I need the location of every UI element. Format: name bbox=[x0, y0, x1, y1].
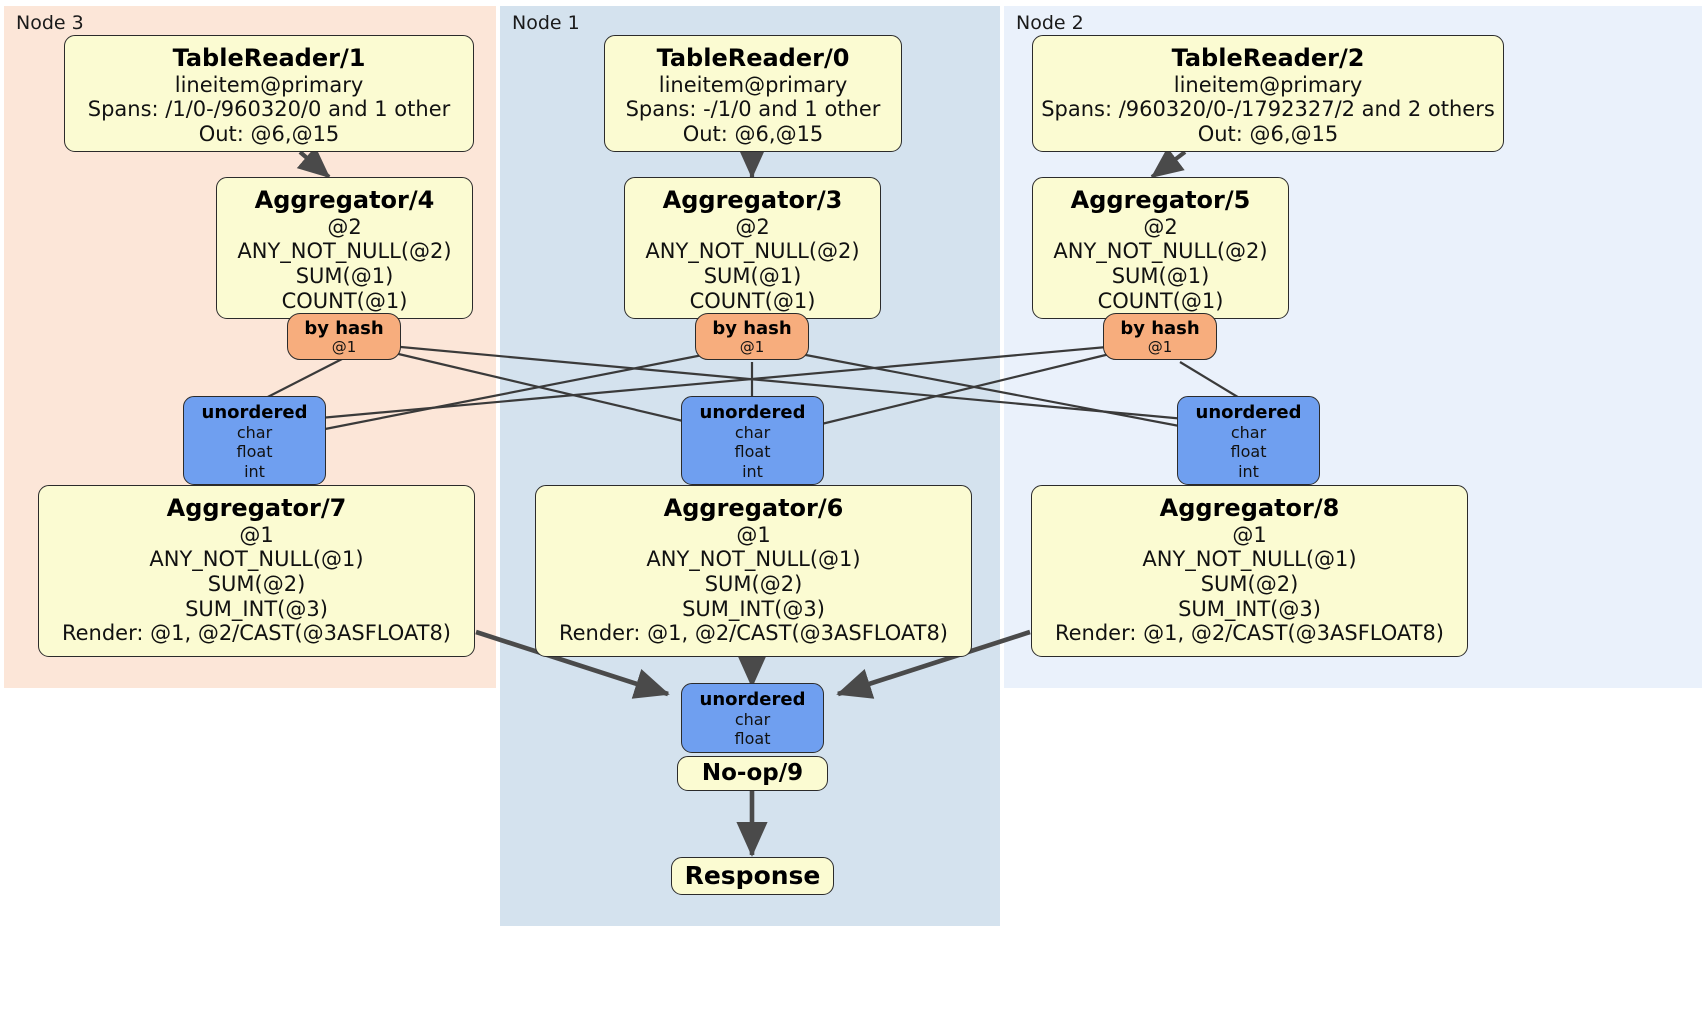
processor-aggregator-6[interactable]: Aggregator/6 @1 ANY_NOT_NULL(@1) SUM(@2)… bbox=[535, 485, 972, 657]
receiver-line: char bbox=[734, 423, 771, 443]
box-line: SUM(@1) bbox=[703, 263, 802, 288]
box-line: COUNT(@1) bbox=[689, 288, 816, 313]
node-label-node3: Node 3 bbox=[16, 12, 84, 34]
box-title: Aggregator/3 bbox=[662, 186, 843, 214]
receiver-line: int bbox=[244, 461, 265, 481]
box-line: @1 bbox=[239, 522, 274, 547]
box-line: ANY_NOT_NULL(@2) bbox=[237, 239, 452, 264]
box-title: TableReader/1 bbox=[172, 44, 366, 72]
box-line: Spans: /1/0-/960320/0 and 1 other bbox=[87, 97, 451, 122]
receiver-unordered-right[interactable]: unordered char float int bbox=[1177, 396, 1320, 485]
processor-noop-9[interactable]: No-op/9 bbox=[677, 756, 828, 791]
box-line: @1 bbox=[1232, 522, 1267, 547]
receiver-title: unordered bbox=[699, 402, 806, 423]
box-line: COUNT(@1) bbox=[1097, 288, 1224, 313]
box-line: ANY_NOT_NULL(@1) bbox=[149, 547, 364, 572]
receiver-line: char bbox=[1230, 423, 1267, 443]
box-line: @2 bbox=[327, 214, 362, 239]
router-line: @1 bbox=[1147, 337, 1173, 356]
box-line: SUM(@2) bbox=[1200, 571, 1299, 596]
receiver-line: float bbox=[734, 442, 771, 462]
processor-response[interactable]: Response bbox=[671, 857, 834, 895]
box-line: SUM_INT(@3) bbox=[185, 596, 328, 621]
receiver-unordered-left[interactable]: unordered char float int bbox=[183, 396, 326, 485]
box-title: TableReader/2 bbox=[1171, 44, 1365, 72]
router-title: by hash bbox=[1120, 318, 1200, 339]
router-title: by hash bbox=[712, 318, 792, 339]
processor-tablereader-2[interactable]: TableReader/2 lineitem@primary Spans: /9… bbox=[1032, 35, 1504, 152]
box-line: @1 bbox=[736, 522, 771, 547]
box-title: Aggregator/6 bbox=[663, 494, 844, 522]
receiver-line: float bbox=[734, 729, 771, 749]
box-line: Spans: /960320/0-/1792327/2 and 2 others bbox=[1041, 97, 1495, 122]
box-line: ANY_NOT_NULL(@1) bbox=[646, 547, 861, 572]
receiver-line: int bbox=[1238, 461, 1259, 481]
router-by-hash-left[interactable]: by hash @1 bbox=[287, 313, 401, 360]
box-line: SUM_INT(@3) bbox=[682, 596, 825, 621]
box-line: SUM(@1) bbox=[1111, 263, 1210, 288]
box-line: Spans: -/1/0 and 1 other bbox=[625, 97, 881, 122]
node-label-node2: Node 2 bbox=[1016, 12, 1084, 34]
box-line: Out: @6,@15 bbox=[1197, 121, 1339, 146]
box-title: TableReader/0 bbox=[656, 44, 850, 72]
processor-tablereader-0[interactable]: TableReader/0 lineitem@primary Spans: -/… bbox=[604, 35, 902, 152]
box-line: @2 bbox=[1143, 214, 1178, 239]
receiver-unordered-center[interactable]: unordered char float int bbox=[681, 396, 824, 485]
box-line: SUM(@2) bbox=[207, 571, 306, 596]
box-title: Response bbox=[684, 861, 821, 890]
receiver-title: unordered bbox=[1195, 402, 1302, 423]
box-line: SUM_INT(@3) bbox=[1178, 596, 1321, 621]
box-line: SUM(@1) bbox=[295, 263, 394, 288]
box-line: @2 bbox=[735, 214, 770, 239]
box-line: Out: @6,@15 bbox=[682, 121, 824, 146]
router-title: by hash bbox=[304, 318, 384, 339]
box-title: No-op/9 bbox=[701, 760, 804, 786]
processor-aggregator-4[interactable]: Aggregator/4 @2 ANY_NOT_NULL(@2) SUM(@1)… bbox=[216, 177, 473, 319]
box-line: SUM(@2) bbox=[704, 571, 803, 596]
box-line: ANY_NOT_NULL(@2) bbox=[1053, 239, 1268, 264]
box-title: Aggregator/7 bbox=[166, 494, 347, 522]
box-line: lineitem@primary bbox=[1173, 72, 1363, 97]
router-by-hash-right[interactable]: by hash @1 bbox=[1103, 313, 1217, 360]
receiver-line: float bbox=[1230, 442, 1267, 462]
box-line: lineitem@primary bbox=[658, 72, 848, 97]
processor-tablereader-1[interactable]: TableReader/1 lineitem@primary Spans: /1… bbox=[64, 35, 474, 152]
box-title: Aggregator/8 bbox=[1159, 494, 1340, 522]
box-line: ANY_NOT_NULL(@1) bbox=[1142, 547, 1357, 572]
processor-aggregator-8[interactable]: Aggregator/8 @1 ANY_NOT_NULL(@1) SUM(@2)… bbox=[1031, 485, 1468, 657]
box-line: Render: @1, @2/CAST(@3ASFLOAT8) bbox=[61, 621, 452, 646]
box-line: Render: @1, @2/CAST(@3ASFLOAT8) bbox=[1054, 621, 1445, 646]
processor-aggregator-3[interactable]: Aggregator/3 @2 ANY_NOT_NULL(@2) SUM(@1)… bbox=[624, 177, 881, 319]
receiver-unordered-final[interactable]: unordered char float bbox=[681, 683, 824, 753]
box-line: Render: @1, @2/CAST(@3ASFLOAT8) bbox=[558, 621, 949, 646]
processor-aggregator-5[interactable]: Aggregator/5 @2 ANY_NOT_NULL(@2) SUM(@1)… bbox=[1032, 177, 1289, 319]
router-line: @1 bbox=[331, 337, 357, 356]
receiver-title: unordered bbox=[699, 689, 806, 710]
router-line: @1 bbox=[739, 337, 765, 356]
receiver-line: float bbox=[236, 442, 273, 462]
receiver-line: char bbox=[236, 423, 273, 443]
node-label-node1: Node 1 bbox=[512, 12, 580, 34]
box-title: Aggregator/5 bbox=[1070, 186, 1251, 214]
receiver-line: int bbox=[742, 461, 763, 481]
box-line: COUNT(@1) bbox=[281, 288, 408, 313]
receiver-title: unordered bbox=[201, 402, 308, 423]
processor-aggregator-7[interactable]: Aggregator/7 @1 ANY_NOT_NULL(@1) SUM(@2)… bbox=[38, 485, 475, 657]
box-title: Aggregator/4 bbox=[254, 186, 435, 214]
router-by-hash-center[interactable]: by hash @1 bbox=[695, 313, 809, 360]
receiver-line: char bbox=[734, 710, 771, 730]
box-line: ANY_NOT_NULL(@2) bbox=[645, 239, 860, 264]
box-line: Out: @6,@15 bbox=[198, 121, 340, 146]
box-line: lineitem@primary bbox=[174, 72, 364, 97]
